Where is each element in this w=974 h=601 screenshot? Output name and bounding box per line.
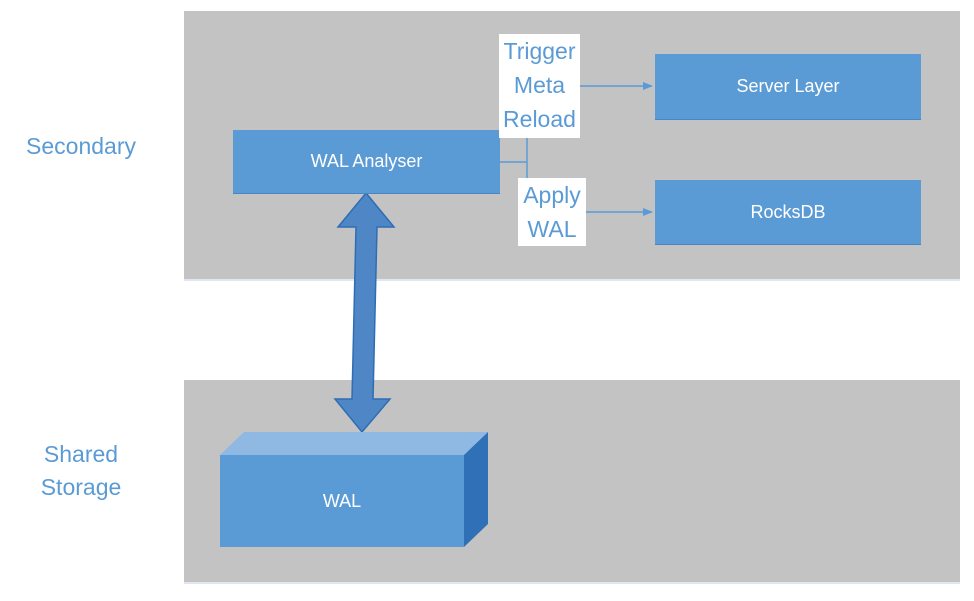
apply-wal-label: Apply WAL xyxy=(518,178,586,246)
wal-block-top-face xyxy=(220,432,488,455)
secondary-region-label: Secondary xyxy=(10,130,152,163)
apply-line-1: Apply xyxy=(523,182,581,208)
server-layer-box: Server Layer xyxy=(655,54,921,119)
wal-analyser-box: WAL Analyser xyxy=(233,130,500,193)
trigger-meta-reload-label: Trigger Meta Reload xyxy=(499,34,580,138)
apply-line-2: WAL xyxy=(527,216,577,242)
shared-storage-label-line2: Storage xyxy=(40,474,122,500)
wal-analyser-label: WAL Analyser xyxy=(310,151,423,171)
trigger-line-2: Meta xyxy=(513,72,566,98)
secondary-label-text: Secondary xyxy=(26,133,136,159)
shared-storage-region-label: Shared Storage xyxy=(10,438,152,504)
wal-block-front-face xyxy=(220,455,464,547)
server-layer-label: Server Layer xyxy=(736,76,840,96)
rocksdb-label: RocksDB xyxy=(750,201,826,222)
trigger-line-1: Trigger xyxy=(503,38,576,64)
wal-block-side-face xyxy=(464,432,488,547)
wal-label: WAL xyxy=(322,490,362,511)
rocksdb-box: RocksDB xyxy=(655,180,921,244)
shared-storage-label-line1: Shared xyxy=(43,441,119,467)
wal-block-label-area: WAL xyxy=(220,455,464,547)
trigger-line-3: Reload xyxy=(503,106,576,132)
